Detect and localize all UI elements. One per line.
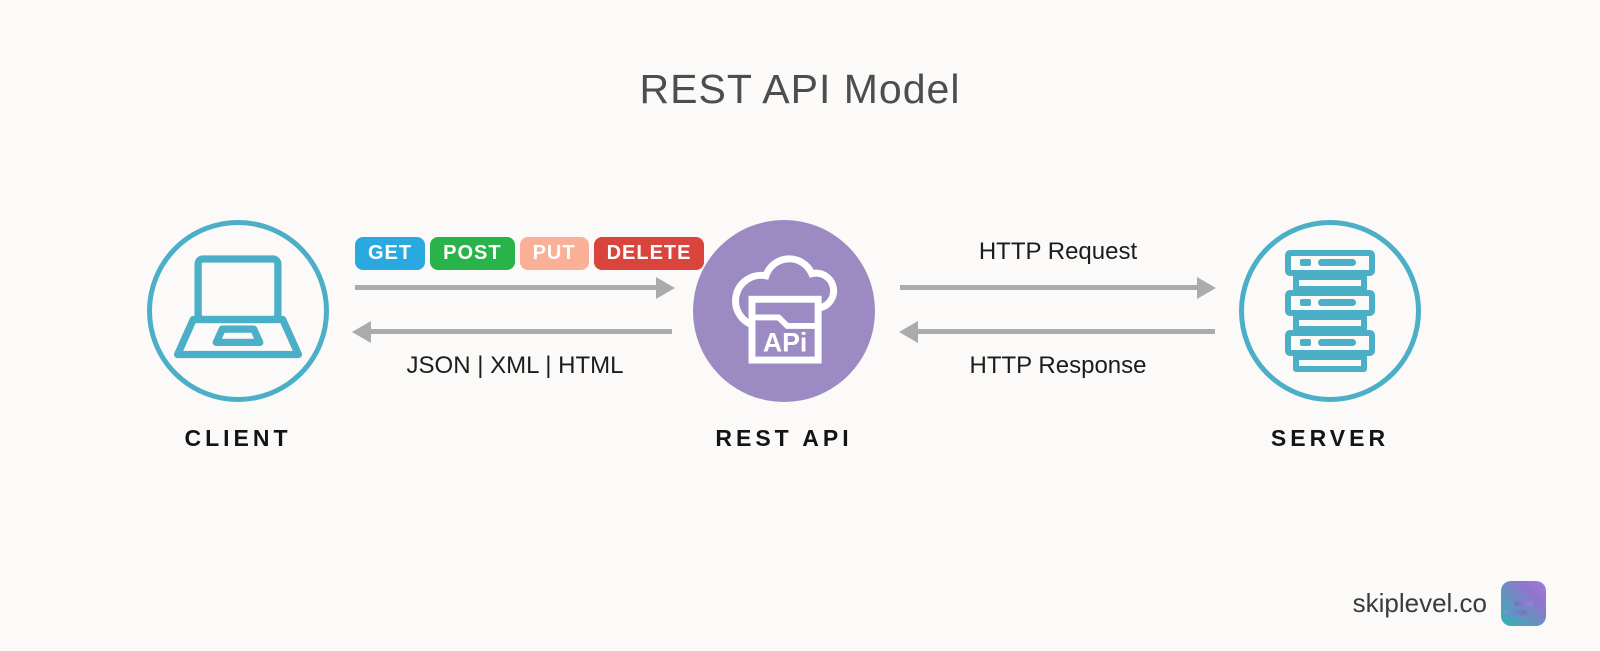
http-response-label: HTTP Response (969, 352, 1147, 379)
server-circle (1239, 220, 1421, 402)
response-formats-label: JSON | XML | HTML (406, 352, 624, 379)
diagram-title: REST API Model (639, 66, 961, 112)
http-method-badge-put: PUT (519, 237, 589, 270)
http-method-badge-post: POST (430, 237, 515, 270)
laptop-icon (164, 253, 312, 369)
client-node: CLIENT (147, 220, 329, 452)
http-method-badge-delete: DELETE (593, 237, 705, 270)
server-stack-icon (1274, 250, 1386, 372)
arrow-api-to-server (900, 276, 1216, 299)
server-node: SERVER (1239, 220, 1421, 452)
arrow-server-to-api (899, 320, 1215, 343)
rest-api-label: REST API (715, 425, 853, 451)
http-request-label: HTTP Request (978, 238, 1138, 265)
footer-brand: skiplevel.co (1353, 581, 1546, 626)
rest-api-circle: APi (693, 220, 875, 402)
arrow-api-to-client (352, 320, 672, 343)
arrow-client-to-api (355, 276, 675, 299)
client-circle (147, 220, 329, 402)
api-icon-text: APi (763, 328, 807, 358)
client-label: CLIENT (184, 425, 292, 451)
http-method-badge-get: GET (355, 237, 426, 270)
rest-api-node: APi REST API (693, 220, 875, 452)
brand-text: skiplevel.co (1352, 588, 1487, 618)
cloud-api-icon: APi (720, 247, 848, 375)
skiplevel-logo-icon (1501, 581, 1546, 626)
server-label: SERVER (1270, 425, 1390, 451)
